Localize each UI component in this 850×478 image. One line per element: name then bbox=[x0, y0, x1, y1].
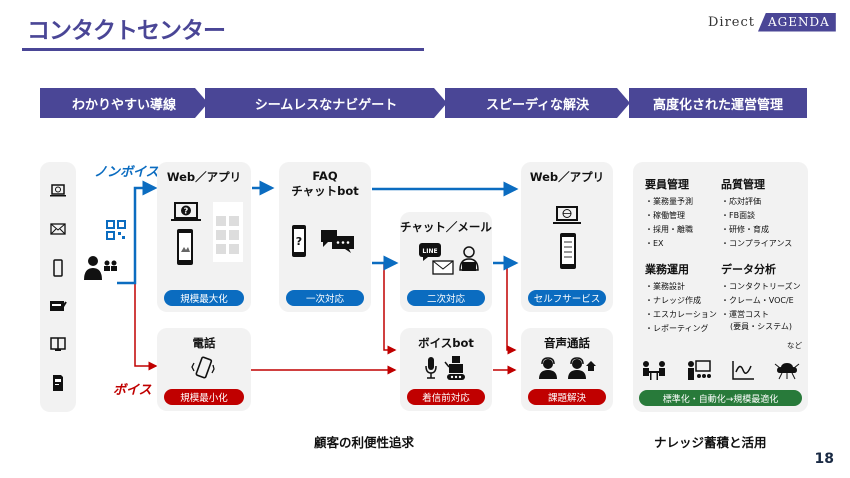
operator-laptop-icon bbox=[459, 246, 479, 271]
channel-list bbox=[40, 162, 76, 412]
pill-first-response: 一次対応 bbox=[286, 290, 364, 306]
pill-scale-min: 規模最小化 bbox=[164, 389, 244, 405]
box-title: Web／アプリ bbox=[166, 170, 242, 184]
logo: Direct AGENDA bbox=[708, 12, 836, 32]
laptop-globe-icon bbox=[50, 184, 66, 197]
chat-bubbles-icon bbox=[321, 230, 354, 253]
customers-icon bbox=[84, 256, 117, 280]
box-title: 音声通話 bbox=[544, 336, 590, 350]
microphone-icon bbox=[425, 357, 437, 379]
booklet-icon bbox=[50, 337, 66, 352]
line-icon: LINE bbox=[419, 243, 441, 261]
voice-line-faq-to-voicebot bbox=[383, 263, 397, 355]
pill-standardization: 標準化・自動化→規模最適化 bbox=[639, 390, 802, 406]
page-number: 18 bbox=[814, 451, 834, 467]
app-screen-icon bbox=[213, 202, 243, 262]
title-underline bbox=[22, 48, 424, 51]
box-title: Web／アプリ bbox=[529, 170, 605, 184]
group-staff-management: 要員管理 ・業務量予測 ・稼働管理 ・採用・離職 ・EX bbox=[645, 177, 693, 251]
list-item: (要員・システム) bbox=[730, 322, 793, 331]
cloud-network-icon bbox=[774, 363, 800, 380]
pill-second-response: 二次対応 bbox=[407, 290, 485, 306]
direct-mail-icon bbox=[53, 374, 63, 391]
list-item: ・応対評価 bbox=[721, 197, 761, 206]
box-web-app-entry: Web／アプリ ? 規模最大化 bbox=[157, 162, 251, 312]
qr-code-icon bbox=[106, 220, 126, 240]
form-card-icon bbox=[50, 301, 67, 312]
list-item: ・業務設計 bbox=[645, 282, 685, 291]
training-icon bbox=[688, 360, 711, 380]
box-faq-chatbot: FAQ チャットbot ? 一次対応 bbox=[279, 162, 371, 312]
nonvoice-line-to-web bbox=[117, 180, 158, 285]
voice-line-to-phone bbox=[134, 283, 158, 371]
list-item: ・研修・育成 bbox=[721, 225, 769, 234]
stage-1: わかりやすい導線 bbox=[40, 88, 208, 118]
group-heading: 品質管理 bbox=[721, 178, 765, 191]
footer-knowledge: ナレッジ蓄積と活用 bbox=[654, 435, 767, 450]
logo-agenda: AGENDA bbox=[758, 12, 836, 32]
list-item: ・採用・離職 bbox=[645, 225, 693, 234]
voice-line-chat-to-call bbox=[506, 263, 517, 355]
group-heading: 要員管理 bbox=[645, 178, 689, 191]
pill-problem-solving: 課題解決 bbox=[528, 389, 606, 405]
box-title: ボイスbot bbox=[418, 336, 474, 350]
smartphone-app-icon bbox=[177, 229, 193, 265]
footer-customer-convenience: 顧客の利便性追求 bbox=[314, 435, 415, 450]
meeting-icon bbox=[643, 361, 665, 380]
analytics-chart-icon bbox=[732, 361, 754, 380]
box-web-app-self-service: Web／アプリ セルフサービス bbox=[521, 162, 613, 312]
box-title: 電話 bbox=[192, 336, 216, 350]
logo-direct: Direct bbox=[708, 14, 755, 30]
pill-scale-max: 規模最大化 bbox=[164, 290, 244, 306]
group-operations: 業務運用 ・業務設計 ・ナレッジ作成 ・エスカレーション ・レポーティング bbox=[645, 262, 717, 336]
stage-3: スピーディな解決 bbox=[445, 88, 630, 118]
box-voice-call: 音声通話 課題解決 bbox=[521, 328, 613, 411]
box-title-line2: チャットbot bbox=[291, 184, 359, 198]
box-title-line1: FAQ bbox=[312, 169, 338, 183]
pill-pre-call: 着信前対応 bbox=[407, 389, 485, 405]
management-icons bbox=[641, 360, 800, 380]
envelope-icon bbox=[50, 223, 66, 236]
list-item: ・クレーム・VOC/E bbox=[721, 296, 794, 305]
group-heading: データ分析 bbox=[721, 263, 776, 276]
help-laptop-icon: ? bbox=[171, 202, 201, 221]
box-voicebot: ボイスbot 着信前対応 bbox=[400, 328, 492, 411]
phone-question-icon: ? bbox=[292, 225, 306, 257]
svg-text:LINE: LINE bbox=[422, 248, 437, 255]
envelope-icon bbox=[432, 260, 454, 275]
nonvoice-label: ノンボイス bbox=[94, 165, 159, 180]
group-data-analysis: データ分析 ・コンタクトリーズン ・クレーム・VOC/E ・運営コスト (要員・… bbox=[721, 262, 801, 332]
box-phone: 電話 規模最小化 bbox=[157, 328, 251, 411]
stage-2: シームレスなナビゲート bbox=[205, 88, 447, 118]
stage-4: 高度化された運営管理 bbox=[629, 88, 807, 118]
headset-operator-icon bbox=[539, 357, 557, 379]
list-item: ・コンプライアンス bbox=[721, 239, 793, 248]
list-item: ・運営コスト bbox=[721, 310, 769, 319]
list-item: ・稼働管理 bbox=[645, 211, 685, 220]
group-heading: 業務運用 bbox=[645, 263, 689, 276]
svg-text:?: ? bbox=[296, 235, 302, 248]
list-item: ・エスカレーション bbox=[645, 310, 717, 319]
robot-icon bbox=[444, 356, 465, 380]
smartphone-list-icon bbox=[560, 233, 576, 269]
list-item: ・レポーティング bbox=[645, 324, 709, 333]
voice-label: ボイス bbox=[113, 383, 152, 398]
laptop-globe-icon bbox=[553, 206, 581, 224]
page-title: コンタクトセンター bbox=[27, 18, 226, 44]
box-title: チャット／メール bbox=[400, 220, 492, 234]
list-item: ・EX bbox=[645, 239, 664, 248]
vibrating-phone-icon bbox=[191, 356, 215, 379]
smartphone-icon bbox=[53, 259, 63, 277]
box-operations-management: 要員管理 ・業務量予測 ・稼働管理 ・採用・離職 ・EX 品質管理 ・応対評価 … bbox=[633, 162, 808, 412]
group-quality-management: 品質管理 ・応対評価 ・FB面談 ・研修・育成 ・コンプライアンス bbox=[721, 177, 792, 251]
home-operator-icon bbox=[568, 357, 596, 379]
list-item: ・FB面談 bbox=[721, 211, 756, 220]
list-item: ・業務量予測 bbox=[645, 197, 693, 206]
list-item: ・ナレッジ作成 bbox=[645, 296, 701, 305]
pill-self-service: セルフサービス bbox=[528, 290, 606, 306]
svg-text:?: ? bbox=[184, 207, 189, 216]
list-item: ・コンタクトリーズン bbox=[721, 282, 801, 291]
box-chat-mail: チャット／メール LINE 二次対応 bbox=[400, 212, 492, 312]
etc-label: など bbox=[787, 341, 802, 350]
